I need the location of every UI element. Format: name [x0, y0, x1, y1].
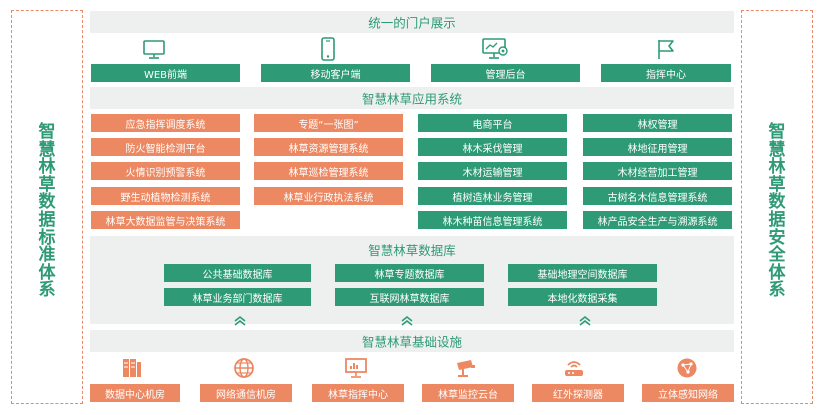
infrastructure-band: 智慧林草基础设施: [90, 330, 734, 352]
db-local-collection[interactable]: 本地化数据采集: [508, 288, 657, 306]
chevron-up-icon: [575, 315, 595, 329]
portal-item-mobile[interactable]: 移动客户端: [261, 64, 410, 82]
command-screen-icon: [342, 356, 370, 380]
app-fire-warning[interactable]: 火情识别预警系统: [91, 162, 240, 180]
infrastructure-title: 智慧林草基础设施: [361, 334, 462, 350]
portal-item-web[interactable]: WEB前端: [91, 64, 240, 82]
globe-icon: [230, 356, 258, 380]
infrared-detector-icon: [560, 356, 588, 380]
infra-command-center[interactable]: 林草指挥中心: [312, 384, 404, 402]
app-fire-detection[interactable]: 防火智能检测平台: [91, 138, 240, 156]
portal-band: 统一的门户展示: [90, 11, 734, 33]
server-rack-icon: [118, 356, 146, 380]
app-timber-transport[interactable]: 木材运输管理: [418, 162, 567, 180]
app-bigdata-decision[interactable]: 林草大数据监管与决策系统: [91, 211, 240, 229]
cctv-camera-icon: [452, 356, 480, 380]
app-logging-management[interactable]: 林木采伐管理: [418, 138, 567, 156]
monitor-icon: [140, 37, 168, 61]
app-ecommerce[interactable]: 电商平台: [418, 114, 567, 132]
infra-sensor-network[interactable]: 立体感知网络: [642, 384, 734, 402]
left-standards-panel: 智慧林草数据标准体系: [11, 10, 83, 404]
app-forest-rights[interactable]: 林权管理: [583, 114, 732, 132]
app-ancient-trees[interactable]: 古树名木信息管理系统: [583, 187, 732, 205]
db-geospatial[interactable]: 基础地理空间数据库: [508, 264, 657, 282]
sensor-network-icon: [673, 356, 701, 380]
app-emergency-dispatch[interactable]: 应急指挥调度系统: [91, 114, 240, 132]
apps-band: 智慧林草应用系统: [90, 87, 734, 109]
app-patrol-management[interactable]: 林草巡检管理系统: [254, 162, 403, 180]
db-internet[interactable]: 互联网林草数据库: [335, 288, 484, 306]
database-title: 智慧林草数据库: [368, 243, 456, 258]
infra-infrared-detector[interactable]: 红外探测器: [532, 384, 624, 402]
app-timber-processing[interactable]: 木材经营加工管理: [583, 162, 732, 180]
left-panel-title: 智慧林草数据标准体系: [38, 122, 56, 301]
chevron-up-icon: [397, 315, 417, 329]
db-forestry-thematic[interactable]: 林草专题数据库: [335, 264, 484, 282]
apps-title: 智慧林草应用系统: [361, 91, 462, 107]
db-public-base[interactable]: 公共基础数据库: [164, 264, 311, 282]
portal-title: 统一的门户展示: [368, 15, 456, 31]
infra-monitoring-platform[interactable]: 林草监控云台: [422, 384, 514, 402]
app-seedling-info[interactable]: 林木种苗信息管理系统: [418, 211, 567, 229]
db-department[interactable]: 林草业务部门数据库: [164, 288, 311, 306]
infra-network-room[interactable]: 网络通信机房: [200, 384, 292, 402]
portal-item-admin[interactable]: 管理后台: [431, 64, 580, 82]
phone-icon: [314, 37, 342, 61]
chevron-up-icon: [230, 315, 250, 329]
app-afforestation[interactable]: 植树造林业务管理: [418, 187, 567, 205]
infra-data-center[interactable]: 数据中心机房: [90, 384, 180, 402]
right-security-panel: 智慧林草数据安全体系: [741, 10, 813, 404]
admin-screen-icon: [480, 35, 510, 61]
app-product-traceability[interactable]: 林产品安全生产与溯源系统: [583, 211, 732, 229]
app-resource-management[interactable]: 林草资源管理系统: [254, 138, 403, 156]
right-panel-title: 智慧林草数据安全体系: [768, 122, 786, 301]
app-one-map[interactable]: 专题“一张图”: [254, 114, 403, 132]
app-law-enforcement[interactable]: 林草业行政执法系统: [254, 187, 403, 205]
app-land-requisition[interactable]: 林地征用管理: [583, 138, 732, 156]
flag-icon: [652, 37, 680, 61]
app-wildlife-detection[interactable]: 野生动植物检测系统: [91, 187, 240, 205]
portal-item-command[interactable]: 指挥中心: [601, 64, 731, 82]
